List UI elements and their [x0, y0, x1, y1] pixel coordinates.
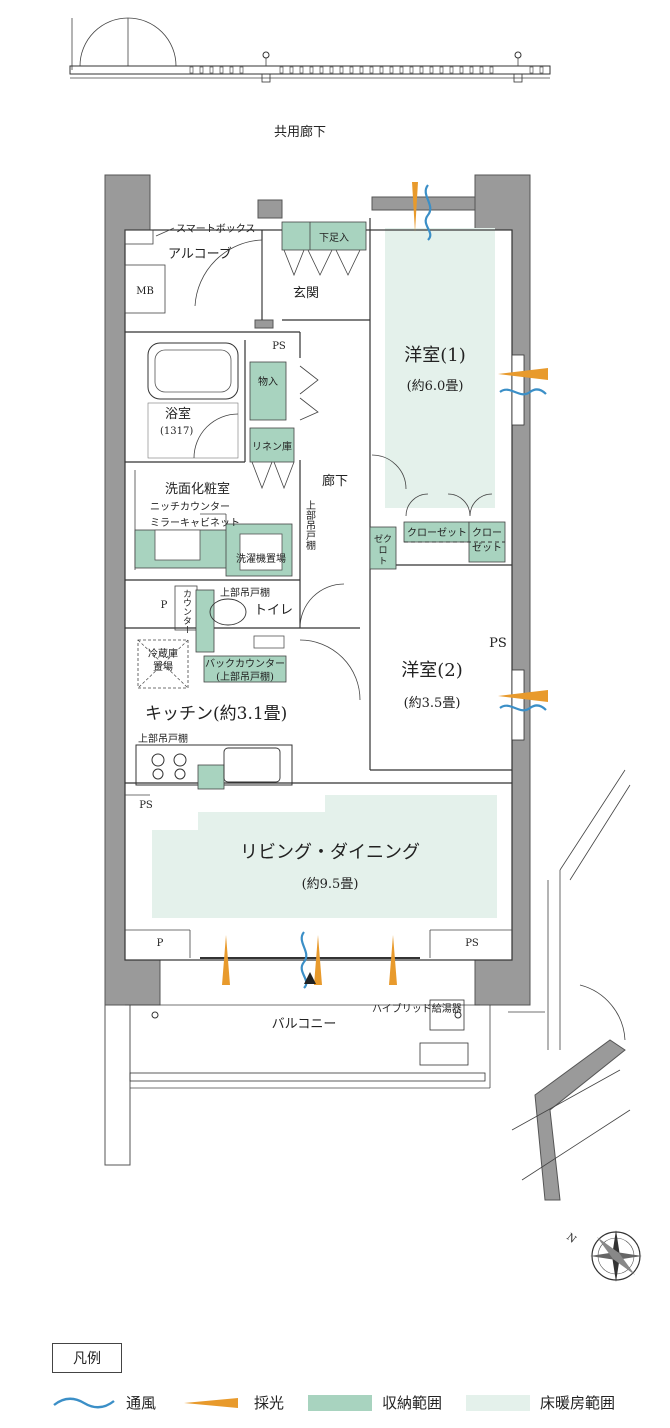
closet-label: クローゼット	[407, 527, 467, 539]
ps-western2: PS	[489, 636, 507, 651]
p-living: P	[157, 938, 164, 949]
upper-shelf-label: 上部吊戸棚	[220, 586, 270, 599]
kitchen-fixtures	[135, 639, 361, 790]
smart-box-label: スマートボックス	[176, 223, 255, 235]
niche-counter-label: ニッチカウンター	[150, 501, 230, 513]
living-name: リビング・ダイニング	[240, 842, 420, 863]
counter-vertical: カウンター	[181, 589, 192, 634]
legend-title: 凡例	[52, 1343, 122, 1373]
washer-label: 洗濯機置場	[236, 552, 286, 565]
legend-item-light: 採光	[180, 1392, 284, 1413]
kitchen-upper-shelf: 上部吊戸棚	[138, 732, 188, 745]
wave-icon	[53, 1397, 115, 1408]
bath-size: (1317)	[160, 426, 193, 437]
back-counter-line1: バックカウンター	[205, 658, 285, 670]
storage-label: 物入	[258, 375, 278, 388]
heat-living	[152, 795, 497, 918]
mirror-cabinet-label: ミラーキャビネット	[150, 517, 240, 529]
legend-label: 床暖房範囲	[540, 1394, 616, 1412]
genkan-label: 玄関	[293, 286, 319, 301]
closet2-line1: クロー	[472, 527, 502, 539]
closet2-line2: ゼット	[472, 542, 502, 554]
heating-swatch	[466, 1394, 531, 1411]
compass-icon	[590, 1230, 642, 1282]
hybrid-heater-label: ハイブリッド給湯器	[372, 1002, 462, 1015]
legend-label: 採光	[254, 1394, 285, 1412]
linen-label: リネン庫	[252, 440, 292, 453]
balcony-label: バルコニー	[272, 1017, 337, 1032]
western2-name: 洋室(2)	[401, 660, 463, 681]
western1-fixtures	[369, 354, 525, 741]
legend-item-storage: 収納範囲	[308, 1392, 442, 1413]
mb-label: MB	[136, 286, 154, 297]
legend: 通風 採光 収納範囲 床暖房範囲	[52, 1392, 639, 1413]
alcove-label: アルコーブ	[168, 246, 232, 262]
hallway-label: 廊下	[322, 473, 348, 489]
ps-living: PS	[465, 938, 479, 949]
corridor-label: 共用廊下	[274, 124, 326, 140]
washroom-fixtures	[134, 513, 293, 577]
neighbor-building	[508, 769, 631, 1201]
ps-bath: PS	[272, 341, 286, 352]
western1-size: (約6.0畳)	[407, 379, 464, 394]
legend-label: 収納範囲	[382, 1394, 443, 1412]
washroom-label: 洗面化粧室	[165, 481, 230, 497]
entrance-area	[124, 221, 367, 314]
upper-shelf-vertical: 上部吊戸棚	[304, 500, 316, 551]
compass-n-label: N	[564, 1232, 578, 1246]
entry-marker-icon	[304, 972, 316, 984]
legend-item-heating: 床暖房範囲	[466, 1392, 615, 1413]
light-arrow-icon	[184, 1397, 239, 1408]
zeclo-line2: ロ	[378, 546, 387, 556]
light-icons	[222, 182, 548, 985]
bath-name: 浴室	[165, 406, 191, 422]
balcony-area	[125, 999, 491, 1089]
fridge-line1: 冷蔵庫	[148, 647, 178, 660]
living-size: (約9.5畳)	[302, 877, 359, 892]
zeclo-line1: ゼク	[374, 533, 392, 545]
ps-kitchen: PS	[139, 800, 153, 811]
toilet-label: トイレ	[254, 603, 293, 618]
back-counter-line2: (上部吊戸棚)	[216, 670, 274, 683]
heat-western1	[385, 228, 495, 508]
western1-name: 洋室(1)	[404, 345, 466, 366]
storage-swatch	[308, 1394, 373, 1411]
western2-size: (約3.5畳)	[404, 696, 461, 711]
toilet-fixtures	[174, 583, 345, 653]
fridge-line2: 置場	[153, 660, 173, 673]
zeclo-line3: ト	[378, 557, 387, 567]
legend-item-ventilation: 通風	[52, 1392, 156, 1413]
legend-label: 通風	[126, 1394, 157, 1412]
corridor-strip	[69, 17, 551, 83]
bathroom-fixtures	[147, 342, 319, 490]
shoe-storage-label: 下足入	[319, 232, 349, 244]
kitchen-label: キッチン(約3.1畳)	[145, 704, 287, 724]
p-toilet: P	[161, 600, 168, 611]
